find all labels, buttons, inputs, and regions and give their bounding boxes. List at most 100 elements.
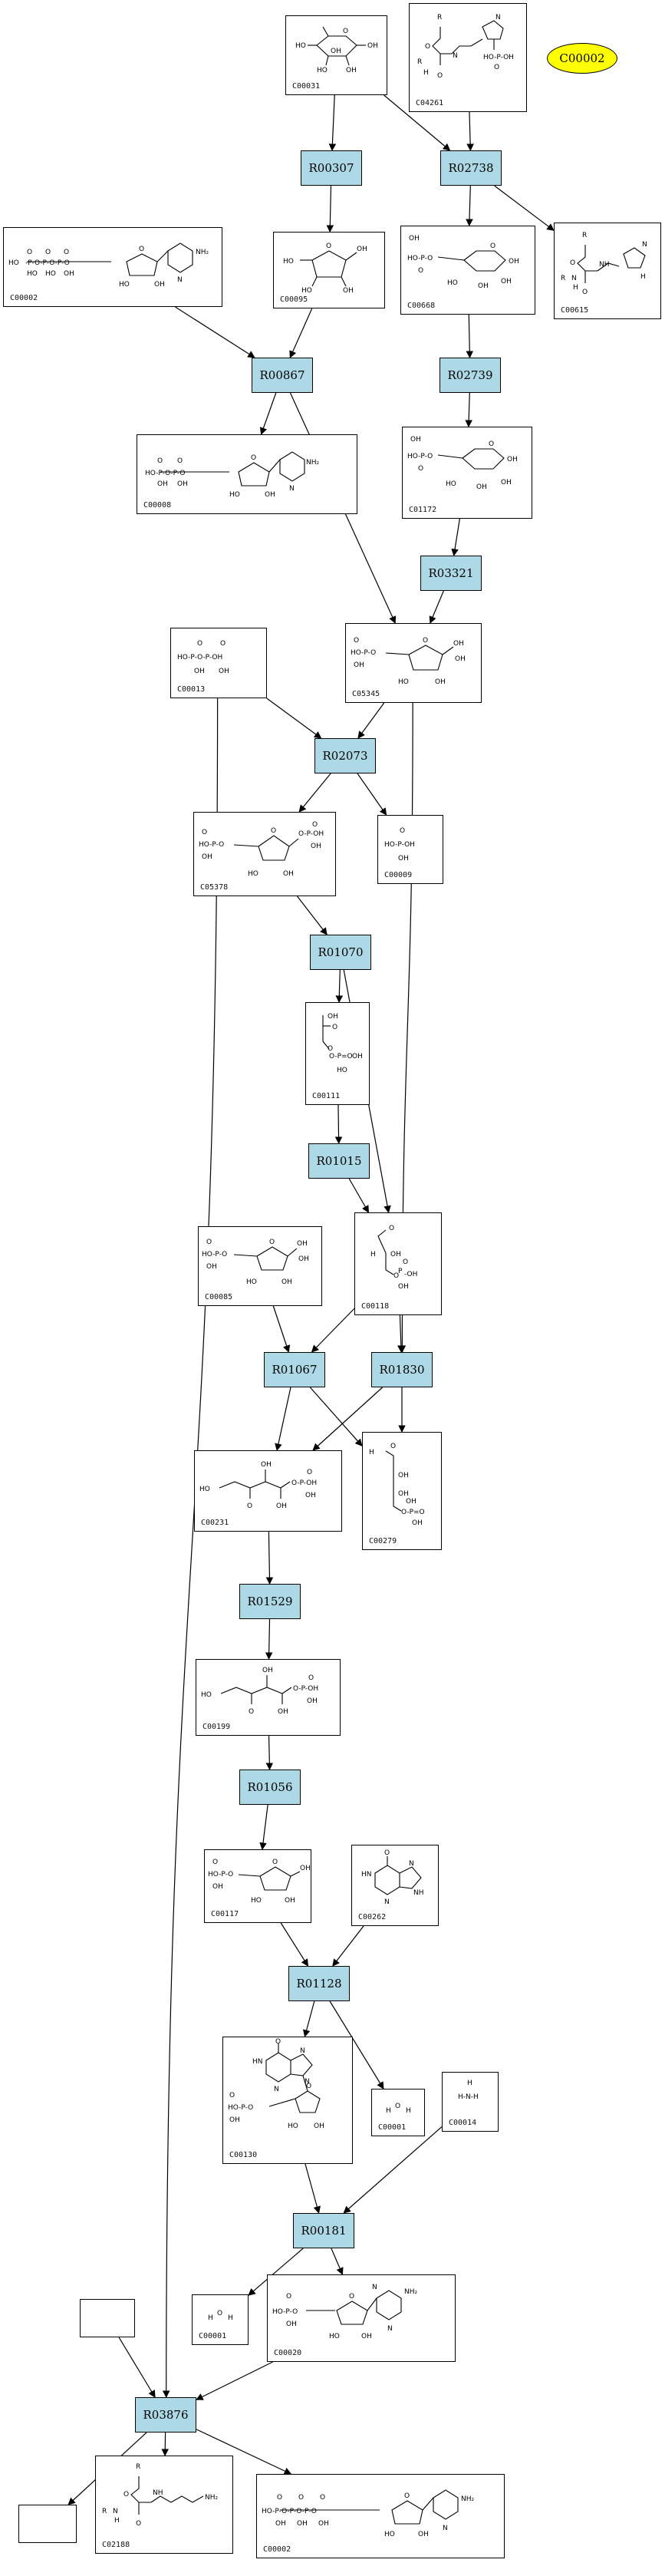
svg-text:OH: OH <box>311 843 321 850</box>
svg-text:-OH: -OH <box>404 1271 417 1278</box>
unlabeled-compound-node[interactable] <box>80 2299 135 2337</box>
compound-id-label: C00085 <box>205 1293 233 1301</box>
compound-id-label: C00117 <box>211 1910 239 1918</box>
reaction-node-R00867[interactable]: R00867 <box>252 358 313 393</box>
svg-text:HO: HO <box>27 270 38 278</box>
svg-text:OH: OH <box>343 287 354 294</box>
reaction-label: R01830 <box>379 1363 425 1377</box>
seed-compound-label: C00002 <box>559 51 605 65</box>
svg-text:HO-P-O-P-OH: HO-P-O-P-OH <box>177 654 222 661</box>
svg-text:O: O <box>328 1045 333 1053</box>
water-structure: HOH <box>386 2103 411 2115</box>
edge-C00262-R01128 <box>332 1925 364 1967</box>
reaction-node-R01056[interactable]: R01056 <box>239 1770 301 1805</box>
svg-text:O: O <box>395 2103 400 2110</box>
compound-id-label: C00031 <box>292 82 321 91</box>
seed-compound-node[interactable]: C00002 <box>547 43 617 74</box>
reaction-node-R01830[interactable]: R01830 <box>371 1352 433 1387</box>
svg-text:O-P=O: O-P=O <box>401 1509 425 1516</box>
edge-C00014-R00181 <box>343 2126 443 2214</box>
svg-text:OH: OH <box>346 67 357 74</box>
reaction-node-R02739[interactable]: R02739 <box>439 358 501 393</box>
edge-R01529-C00199 <box>265 1618 273 1660</box>
svg-text:HO-P-OH: HO-P-OH <box>483 54 514 61</box>
reaction-node-R01067[interactable]: R01067 <box>264 1352 325 1387</box>
svg-text:HO: HO <box>251 1897 262 1905</box>
edge-C00002a-R00867 <box>175 306 255 358</box>
reaction-node-R03321[interactable]: R03321 <box>420 556 482 591</box>
svg-text:R: R <box>561 275 565 282</box>
svg-text:O: O <box>393 1272 399 1280</box>
svg-text:O: O <box>384 1849 390 1857</box>
reaction-node-R02073[interactable]: R02073 <box>314 738 376 773</box>
edge-C00118-R01830 <box>397 1314 405 1353</box>
svg-text:OH: OH <box>64 270 74 278</box>
reaction-node-R01128[interactable]: R01128 <box>288 1966 350 2001</box>
svg-text:OH: OH <box>278 1708 288 1716</box>
svg-text:OH: OH <box>297 2520 308 2528</box>
reaction-node-R00181[interactable]: R00181 <box>293 2213 354 2248</box>
svg-text:OH: OH <box>398 855 409 863</box>
svg-text:OH: OH <box>298 1255 309 1263</box>
edge-R02738-C00668 <box>466 185 473 226</box>
svg-text:R: R <box>582 232 587 239</box>
svg-text:O: O <box>326 242 331 250</box>
reaction-node-R03876[interactable]: R03876 <box>135 2397 196 2433</box>
svg-text:OH: OH <box>390 1251 401 1258</box>
svg-text:HO-P-O: HO-P-O <box>351 649 376 657</box>
reaction-node-R00307[interactable]: R00307 <box>301 150 362 186</box>
reaction-node-R02738[interactable]: R02738 <box>440 150 502 186</box>
svg-text:HN: HN <box>361 1871 372 1878</box>
svg-text:HO: HO <box>329 2333 340 2340</box>
edge-C00085-R01067 <box>272 1305 291 1353</box>
reaction-node-R01070[interactable]: R01070 <box>310 935 371 970</box>
compound-id-label: C01172 <box>409 506 437 514</box>
unlabeled-compound-node[interactable] <box>18 2505 77 2543</box>
svg-text:N: N <box>384 1898 390 1906</box>
edge-C00031-R00307 <box>328 94 337 151</box>
edge-C00111-R01015 <box>334 1104 343 1144</box>
compound-id-label: C05345 <box>352 690 380 698</box>
reaction-node-R01015[interactable]: R01015 <box>308 1143 370 1179</box>
reaction-node-R01529[interactable]: R01529 <box>239 1584 301 1619</box>
svg-text:O: O <box>275 2038 281 2046</box>
svg-text:N: N <box>409 1860 414 1868</box>
